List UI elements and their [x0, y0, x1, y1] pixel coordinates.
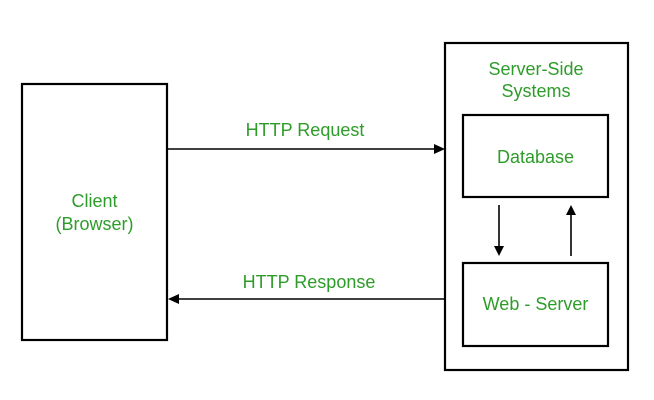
web-server-node: Web - Server	[461, 261, 610, 348]
server-side-label-line1: Server-Side	[488, 59, 583, 79]
http-response-arrow: HTTP Response	[168, 272, 445, 304]
db-to-webserver-arrowhead	[494, 246, 504, 256]
http-request-arrowhead	[434, 144, 445, 154]
http-response-label: HTTP Response	[243, 272, 376, 292]
web-server-label: Web - Server	[483, 294, 589, 314]
http-request-arrow: HTTP Request	[168, 120, 445, 154]
db-to-webserver-arrow	[494, 205, 504, 256]
database-box	[461, 113, 610, 199]
database-label: Database	[497, 147, 574, 167]
client-box	[20, 82, 169, 342]
client-label-line2: (Browser)	[55, 214, 133, 234]
client-node: Client (Browser)	[20, 82, 169, 342]
http-request-label: HTTP Request	[246, 120, 365, 140]
web-server-box	[461, 261, 610, 348]
webserver-to-db-arrowhead	[566, 205, 576, 215]
server-side-label-line2: Systems	[501, 81, 570, 101]
client-label-line1: Client	[71, 191, 117, 211]
webserver-to-db-arrow	[566, 205, 576, 256]
http-response-arrowhead	[168, 294, 179, 304]
database-node: Database	[461, 113, 610, 199]
